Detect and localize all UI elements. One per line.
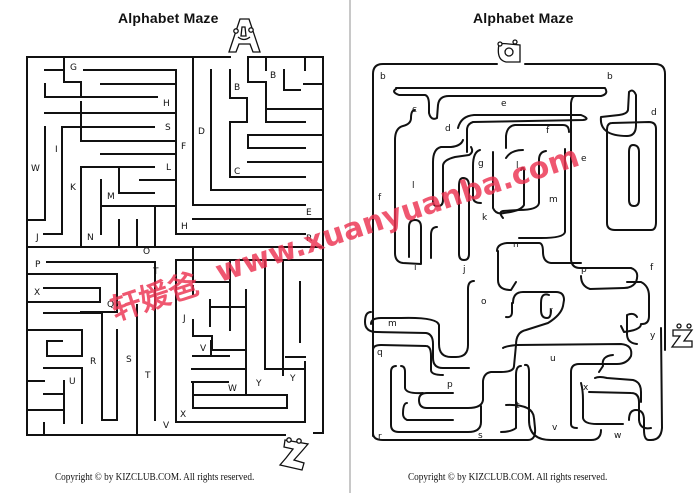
letter-b2: b [607,72,613,82]
letter-k: k [482,213,488,223]
letter-e2: e [581,154,587,164]
letter-H2: H [181,222,188,232]
letter-P: P [35,260,41,270]
letter-s: s [478,431,483,441]
letter-X2: X [180,410,186,420]
letter-E: E [306,208,312,218]
letter-m: m [549,195,558,205]
letter-J: J [35,233,39,243]
uppercase-maze-page: Alphabet Maze [0,0,349,493]
letter-F: F [181,142,186,152]
letter-D: D [198,127,205,137]
letter-S: S [165,123,171,133]
letter-t: t [516,401,520,411]
lowercase-maze-page: Alphabet Maze [351,0,700,493]
letter-V2: V [163,421,170,431]
letter-v: v [552,423,558,433]
letter-d: d [651,108,657,118]
letter-J2: J [182,314,186,324]
page-title: Alphabet Maze [118,10,219,26]
letter-z-end-icon [278,437,310,471]
letter-W2: W [228,384,237,394]
letter-d2: d [445,124,451,134]
letter-w: w [614,431,621,441]
letter-K: K [70,183,77,193]
letter-I: I [55,145,58,155]
letter-g: g [478,159,484,169]
letter-r2: r [378,432,382,442]
letter-m2: m [388,319,397,329]
letter-i: i [414,263,417,273]
letter-W: W [31,164,40,174]
letter-p2: p [447,380,453,390]
letter-l: l [516,161,519,171]
letter-T2: T [144,371,151,381]
copyright-notice: Copyright © by KIZCLUB.COM. All rights r… [55,472,255,483]
letter-q: q [377,348,383,358]
letter-X: X [34,288,40,298]
letter-R: R [306,234,312,244]
letter-o: o [481,297,487,307]
letter-a-start-icon [228,18,261,53]
letter-S2: S [126,355,132,365]
letter-U: U [69,377,76,387]
letter-B: B [234,83,240,93]
page-divider [349,0,351,493]
path-letters: b b c e d d f e g l l f m k n i j p f o … [377,72,657,442]
letter-G: G [70,63,77,73]
letter-r: r [549,306,553,316]
letter-H: H [163,99,170,109]
letter-V: V [200,344,207,354]
lowercase-maze[interactable]: b b c e d d f e g l l f m k n i j p f o … [351,0,700,493]
letter-y: y [650,331,656,341]
letter-j: j [462,265,466,275]
letter-l2: l [412,181,415,191]
letter-e: e [501,99,507,109]
letter-f3: f [650,263,654,273]
letter-C: C [234,167,240,177]
path-letters: G H S I W L F D B B C K M E H R J N O P … [31,63,312,431]
letter-T: T [152,267,159,277]
uppercase-maze[interactable]: G H S I W L F D B B C K M E H R J N O P … [0,0,349,493]
letter-Y: Y [255,379,262,389]
letter-R2: R [90,357,96,367]
letter-M: M [107,192,115,202]
letter-N: N [87,233,94,243]
letter-b: b [380,72,386,82]
letter-p: p [581,265,587,275]
letter-L: L [166,163,171,173]
letter-B2: B [270,71,276,81]
letter-x: x [583,383,589,393]
page-title: Alphabet Maze [473,10,574,26]
letter-Q: Q [107,300,114,310]
copyright-notice: Copyright © by KIZCLUB.COM. All rights r… [408,472,608,483]
letter-Y2: Y [289,374,296,384]
letter-n: n [513,240,519,250]
letter-z-end-icon [670,323,694,348]
letter-f: f [546,126,550,136]
letter-a-start-icon [497,39,521,63]
letter-u: u [550,354,556,364]
letter-O: O [143,247,150,257]
letter-c: c [412,105,417,115]
letter-f2: f [378,193,382,203]
